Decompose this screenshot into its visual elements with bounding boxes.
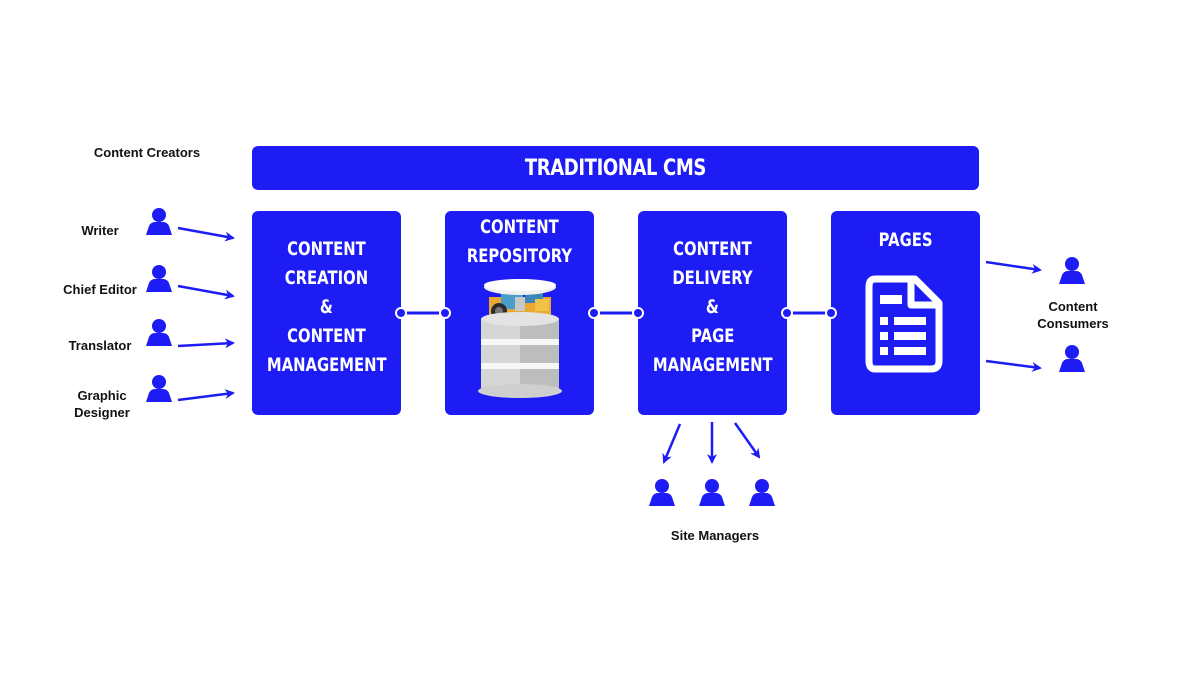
arrow-consumer-2 <box>985 359 1042 372</box>
role-label-graphic-designer: Graphic Designer <box>74 388 130 420</box>
stage-2-line-1: CONTENT <box>480 216 559 238</box>
arrow-writer <box>177 226 235 242</box>
arrow-site-manager-3 <box>733 422 761 459</box>
stage-content-delivery: CONTENT DELIVERY & PAGE MANAGEMENT <box>638 211 787 415</box>
person-icon-chief-editor <box>146 265 172 292</box>
person-icon-site-manager-2 <box>699 479 725 506</box>
content-consumers-label: Content Consumers <box>1030 298 1116 332</box>
stage-2-line-2: REPOSITORY <box>466 245 573 267</box>
consumers-label-line-1: Content <box>1048 299 1098 314</box>
stage-pages: PAGES <box>831 211 980 415</box>
stage-1-line-5: MANAGEMENT <box>266 354 387 376</box>
stage-1-line-3: & <box>320 296 333 318</box>
stage-3-line-5: MANAGEMENT <box>652 354 773 376</box>
stage-3-line-3: & <box>706 296 719 318</box>
person-icon-writer <box>146 208 172 235</box>
stage-4-line-1: PAGES <box>878 229 933 251</box>
role-label-chief-editor: Chief Editor <box>63 282 137 297</box>
person-icon-site-manager-1 <box>649 479 675 506</box>
stage-3-line-2: DELIVERY <box>672 267 753 289</box>
site-managers-label: Site Managers <box>670 528 760 543</box>
person-icon-graphic-designer <box>146 375 172 402</box>
diagram-title: TRADITIONAL CMS <box>524 155 707 181</box>
connector-delivery-pages <box>781 307 837 319</box>
consumers-label-line-2: Consumers <box>1037 316 1109 331</box>
role-label-translator: Translator <box>68 338 132 353</box>
connector-repository-delivery <box>588 307 644 319</box>
person-icon-consumer-2 <box>1059 345 1085 372</box>
stage-1-line-2: CREATION <box>284 267 369 289</box>
stage-3-line-4: PAGE <box>690 325 735 347</box>
database-icon <box>478 279 562 398</box>
content-creators-heading: Content Creators <box>93 145 201 160</box>
arrow-graphic-designer <box>177 389 235 402</box>
stage-content-creation: CONTENT CREATION & CONTENT MANAGEMENT <box>252 211 401 415</box>
person-icon-translator <box>146 319 172 346</box>
arrow-site-manager-1 <box>662 423 682 464</box>
document-icon <box>865 275 943 373</box>
traditional-cms-banner: TRADITIONAL CMS <box>252 146 979 190</box>
arrow-translator <box>177 338 235 349</box>
arrow-consumer-1 <box>985 260 1042 274</box>
connector-creation-repository <box>395 307 451 319</box>
stage-3-line-1: CONTENT <box>673 238 752 260</box>
person-icon-site-manager-3 <box>749 479 775 506</box>
stage-content-repository: CONTENT REPOSITORY <box>445 211 594 415</box>
stage-1-line-4: CONTENT <box>287 325 366 347</box>
arrow-chief-editor <box>177 284 235 300</box>
stage-1-line-1: CONTENT <box>287 238 366 260</box>
role-label-writer: Writer <box>81 223 119 238</box>
person-icon-consumer-1 <box>1059 257 1085 284</box>
